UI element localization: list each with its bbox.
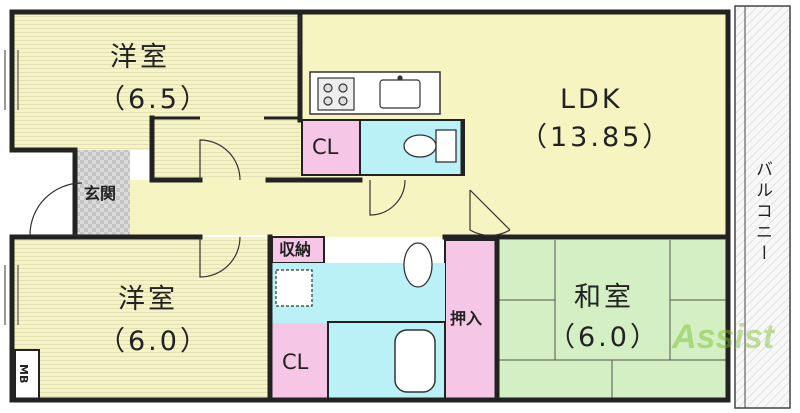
oshiire-label: 押入 [450,309,483,328]
assist-logo: Assist [672,318,775,356]
storage-label: 収納 [279,240,312,259]
balcony-area [734,5,791,409]
toilet-icon [403,129,457,163]
western-room-bottom-name: 洋室 [118,284,178,315]
hallway [130,180,500,235]
western-room-top-name: 洋室 [110,42,170,73]
western-room-top-lower [152,118,302,180]
storage [271,236,325,264]
oshiire-area [444,239,498,401]
western-room-bottom-size: （6.0） [98,326,210,357]
entrance-label: 玄関 [84,184,117,203]
balcony-label: バルコニー [752,160,772,265]
ldk-size: （13.85） [520,122,673,153]
bathtub-icon [394,329,436,393]
japanese-room-size: （6.0） [548,322,660,353]
closet-top-label: CL [312,135,339,159]
sink-icon [379,75,421,109]
western-room-bottom [12,237,270,400]
washing-machine-pan [275,269,313,307]
meter-box-label: MB [17,364,30,384]
washbasin-icon [403,242,433,288]
ldk-name: LDK [560,84,623,115]
japanese-room-name: 和室 [574,282,634,313]
entrance-tiles [75,150,130,235]
western-room-top-size: （6.5） [98,84,210,115]
closet-bottom-label: CL [282,350,309,374]
stove-icon [317,77,355,111]
